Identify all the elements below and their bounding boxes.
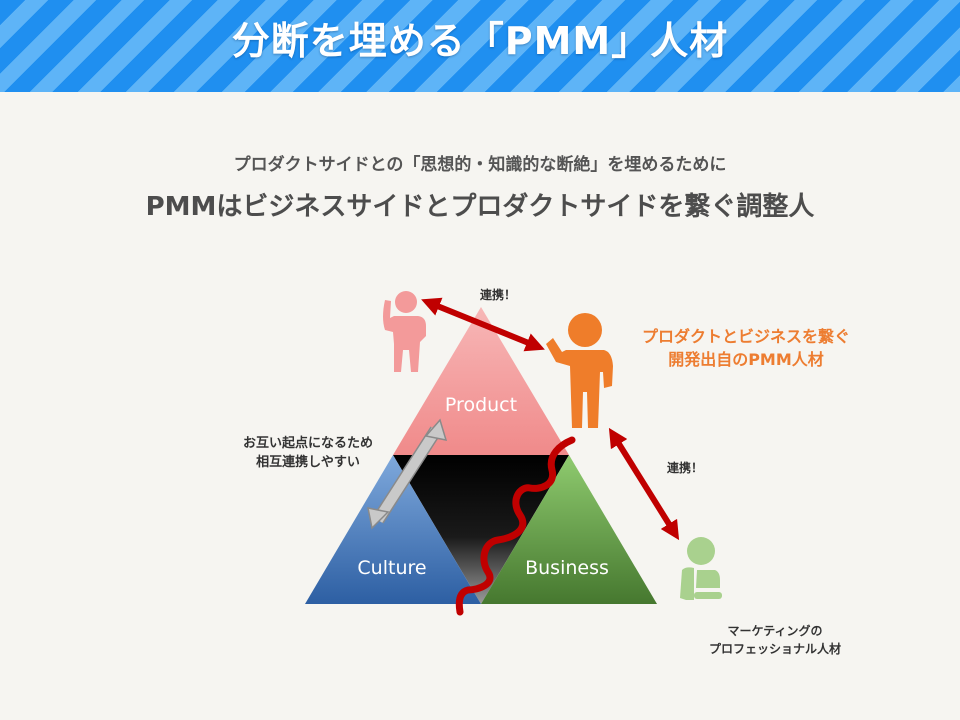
business-triangle [481, 455, 657, 604]
person-orange-icon [546, 313, 613, 428]
pmm-label-line-1: プロダクトとビジネスを繋ぐ [642, 327, 850, 346]
collab-arrow-right-icon [608, 427, 680, 541]
product-triangle [393, 307, 569, 455]
business-label: Business [525, 557, 609, 579]
culture-triangle [305, 455, 481, 604]
product-label: Product [445, 394, 517, 416]
title-banner: 分断を埋める「PMM」人材 [0, 0, 960, 92]
collab-right-label: 連携！ [667, 460, 703, 475]
page-title: 分断を埋める「PMM」人材 [231, 19, 729, 63]
subtitle-line-1: プロダクトサイドとの「思想的・知識的な断絶」を埋めるために [233, 155, 727, 175]
collab-top-label: 連携！ [480, 287, 516, 302]
pmm-label-line-2: 開発出自のPMM人材 [668, 350, 824, 369]
red-wavy-line [455, 436, 576, 616]
mutual-label-line-2: 相互連携しやすい [256, 454, 360, 470]
marketing-label-line-2: プロフェッショナル人材 [709, 641, 841, 656]
person-pink-icon [383, 291, 426, 372]
person-green-icon [680, 537, 722, 600]
marketing-label-line-1: マーケティングの [727, 623, 822, 638]
gap-triangle [393, 455, 569, 604]
subtitle-line-2: PMMはビジネスサイドとプロダクトサイドを繋ぐ調整人 [145, 192, 815, 222]
culture-label: Culture [357, 557, 426, 579]
mutual-arrow-icon [367, 418, 448, 530]
collab-arrow-top-icon [421, 297, 545, 352]
mutual-label-line-1: お互い起点になるため [243, 435, 373, 451]
